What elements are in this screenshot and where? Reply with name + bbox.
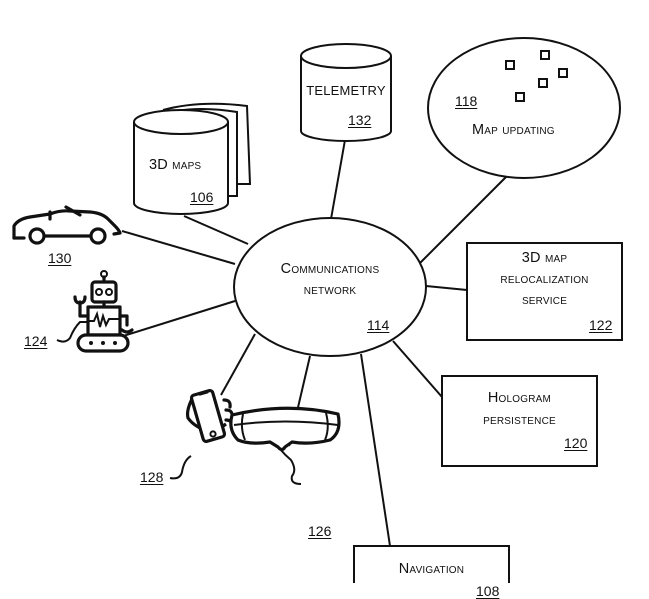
hub-ref: 114 <box>367 317 390 333</box>
hologram-line2: persistence <box>483 412 556 428</box>
hub-title-line2: network <box>303 282 357 298</box>
map-updating-node <box>427 37 621 179</box>
connector-map-updating <box>419 175 508 264</box>
navigation-box <box>353 545 510 583</box>
relocalization-line1: 3D map <box>521 250 568 266</box>
map-updating-label: Map updating <box>472 122 555 138</box>
3d-maps-ref: 106 <box>190 189 214 205</box>
telemetry-label: TELEMETRY <box>306 83 386 98</box>
telemetry-cylinder <box>300 43 392 142</box>
hand-phone-icon <box>169 389 234 480</box>
car-icon <box>12 205 122 245</box>
headset-ref: 126 <box>308 523 332 539</box>
navigation-ref: 108 <box>476 583 500 599</box>
connectors <box>119 139 508 547</box>
connector-robot <box>119 300 236 338</box>
map-updating-ellipse <box>427 37 621 179</box>
connector-phone <box>220 333 256 396</box>
hmd-headset-icon <box>229 406 341 485</box>
connector-3d-maps <box>183 215 249 245</box>
connector-car <box>121 230 236 265</box>
relocalization-line3: service <box>521 292 568 308</box>
hologram-ref: 120 <box>564 435 588 451</box>
robot-icon <box>56 270 134 353</box>
relocalization-ref: 122 <box>589 317 613 333</box>
map-point-icons <box>505 50 568 102</box>
connector-telemetry <box>330 139 346 220</box>
network-diagram <box>12 37 623 583</box>
relocalization-box <box>466 242 623 341</box>
connector-relocalization <box>425 285 468 291</box>
robot-ref: 124 <box>24 333 48 349</box>
hub-title-line1: Communications <box>280 261 380 277</box>
phone-ref: 128 <box>140 469 164 485</box>
hologram-box <box>441 375 598 467</box>
relocalization-line2: relocalization <box>500 271 589 287</box>
connector-navigation <box>360 353 391 547</box>
hologram-line1: Hologram <box>487 390 552 406</box>
3d-maps-label: 3D maps <box>149 157 202 173</box>
map-updating-ref: 118 <box>455 93 478 109</box>
telemetry-ref: 132 <box>348 112 372 128</box>
communications-network-ellipse <box>233 217 427 357</box>
connector-hologram <box>392 340 443 398</box>
3d-maps-stacked-cylinder <box>133 102 252 215</box>
navigation-label: Navigation <box>398 561 465 577</box>
car-ref: 130 <box>48 250 72 266</box>
